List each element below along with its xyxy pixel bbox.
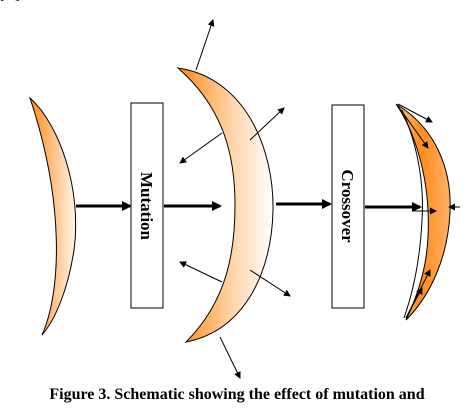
population-lens-crossover-inner — [401, 109, 423, 319]
crossover-box — [331, 104, 365, 309]
mutation-scatter-arrow-left-lower — [179, 261, 223, 283]
mutation-scatter-arrow-left-upper — [179, 132, 223, 164]
population-lens-mutated — [176, 67, 274, 343]
crossover-inward-arrow-top-1 — [397, 103, 433, 123]
crossover-label: Crossover — [338, 169, 357, 243]
population-lens-crossover — [395, 103, 451, 321]
mutation-scatter-arrow-right-lower — [249, 269, 291, 297]
mutation-scatter-arrow-down — [219, 336, 241, 379]
mutation-box — [130, 102, 164, 309]
figure-caption: Figure 3. Schematic showing the effect o… — [49, 386, 425, 403]
population-lens-initial — [28, 96, 77, 336]
mutation-label: Mutation — [137, 172, 156, 241]
crossover-inward-arrow-top-2 — [397, 105, 429, 149]
mutation-scatter-arrow-up — [195, 19, 215, 71]
top-text-fragment: [...] — [0, 0, 20, 4]
mutation-scatter-arrow-right-upper — [249, 107, 285, 141]
crossover-inward-arrow-bottom-2 — [405, 287, 423, 319]
